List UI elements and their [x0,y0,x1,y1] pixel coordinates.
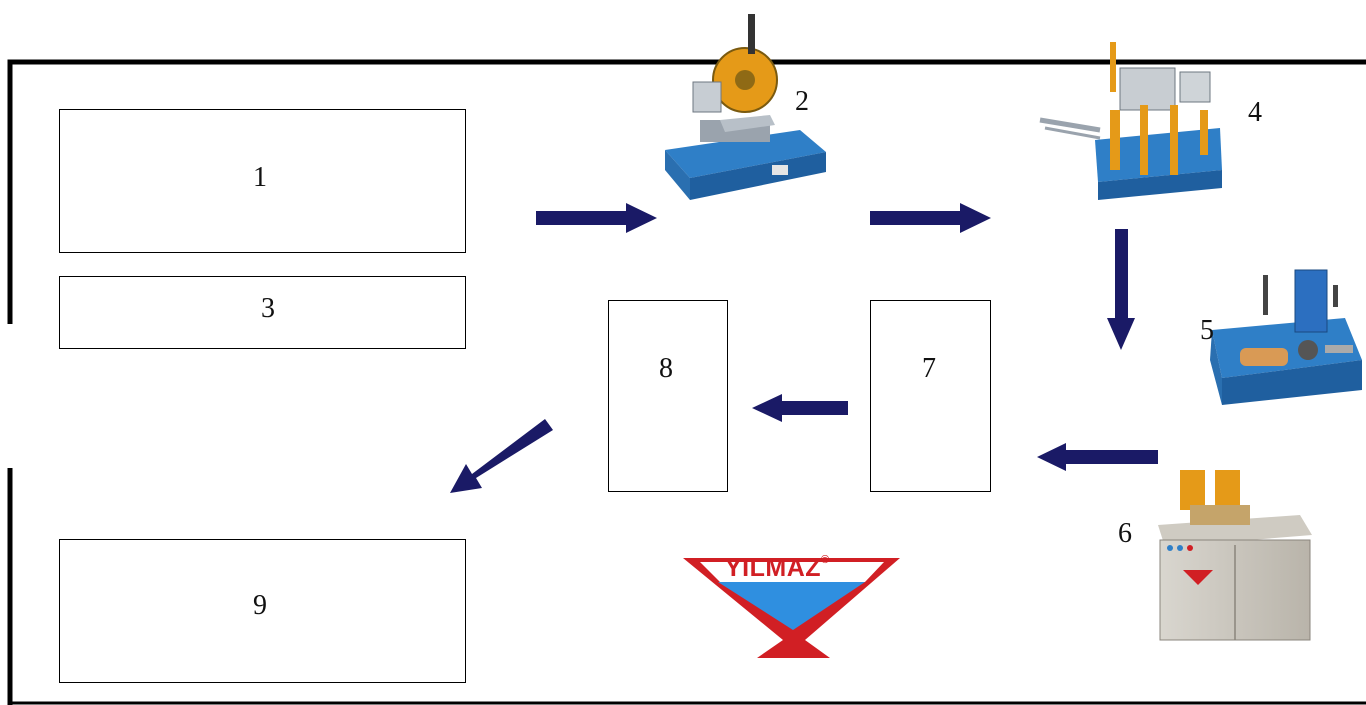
yilmaz-logo [683,558,900,658]
machine-label-5: 5 [1200,315,1214,346]
corner-crimping-machine-icon [1158,470,1312,641]
station-label-7: 7 [922,353,936,384]
arrow-down-1 [1107,229,1135,350]
arrow-left-2 [752,394,848,422]
arrow-right-2 [870,203,991,233]
station-label-9: 9 [253,590,267,621]
logo-registered-mark: ® [821,554,830,566]
station-label-3: 3 [261,293,275,324]
station-box-3: 3 [59,276,466,349]
machine-label-4: 4 [1248,97,1262,128]
machine-label-2: 2 [795,86,809,117]
station-label-8: 8 [659,353,673,384]
arrow-left-1 [1037,443,1158,471]
station-label-1: 1 [253,162,267,193]
arrow-right-1 [536,203,657,233]
flow-arrows [450,203,1158,493]
logo-text: YILMAZ® [725,554,830,583]
station-box-7: 7 [870,300,991,492]
arrow-diagonal [450,419,553,493]
miter-saw-icon [665,14,826,200]
machine-label-6: 6 [1118,518,1132,549]
logo-wordmark: YILMAZ [725,554,822,582]
wall-top [7,59,1366,324]
copy-router-icon [1039,42,1222,200]
station-box-8: 8 [608,300,728,492]
end-milling-machine-icon [1210,269,1362,405]
station-box-1: 1 [59,109,466,253]
station-box-9: 9 [59,539,466,683]
